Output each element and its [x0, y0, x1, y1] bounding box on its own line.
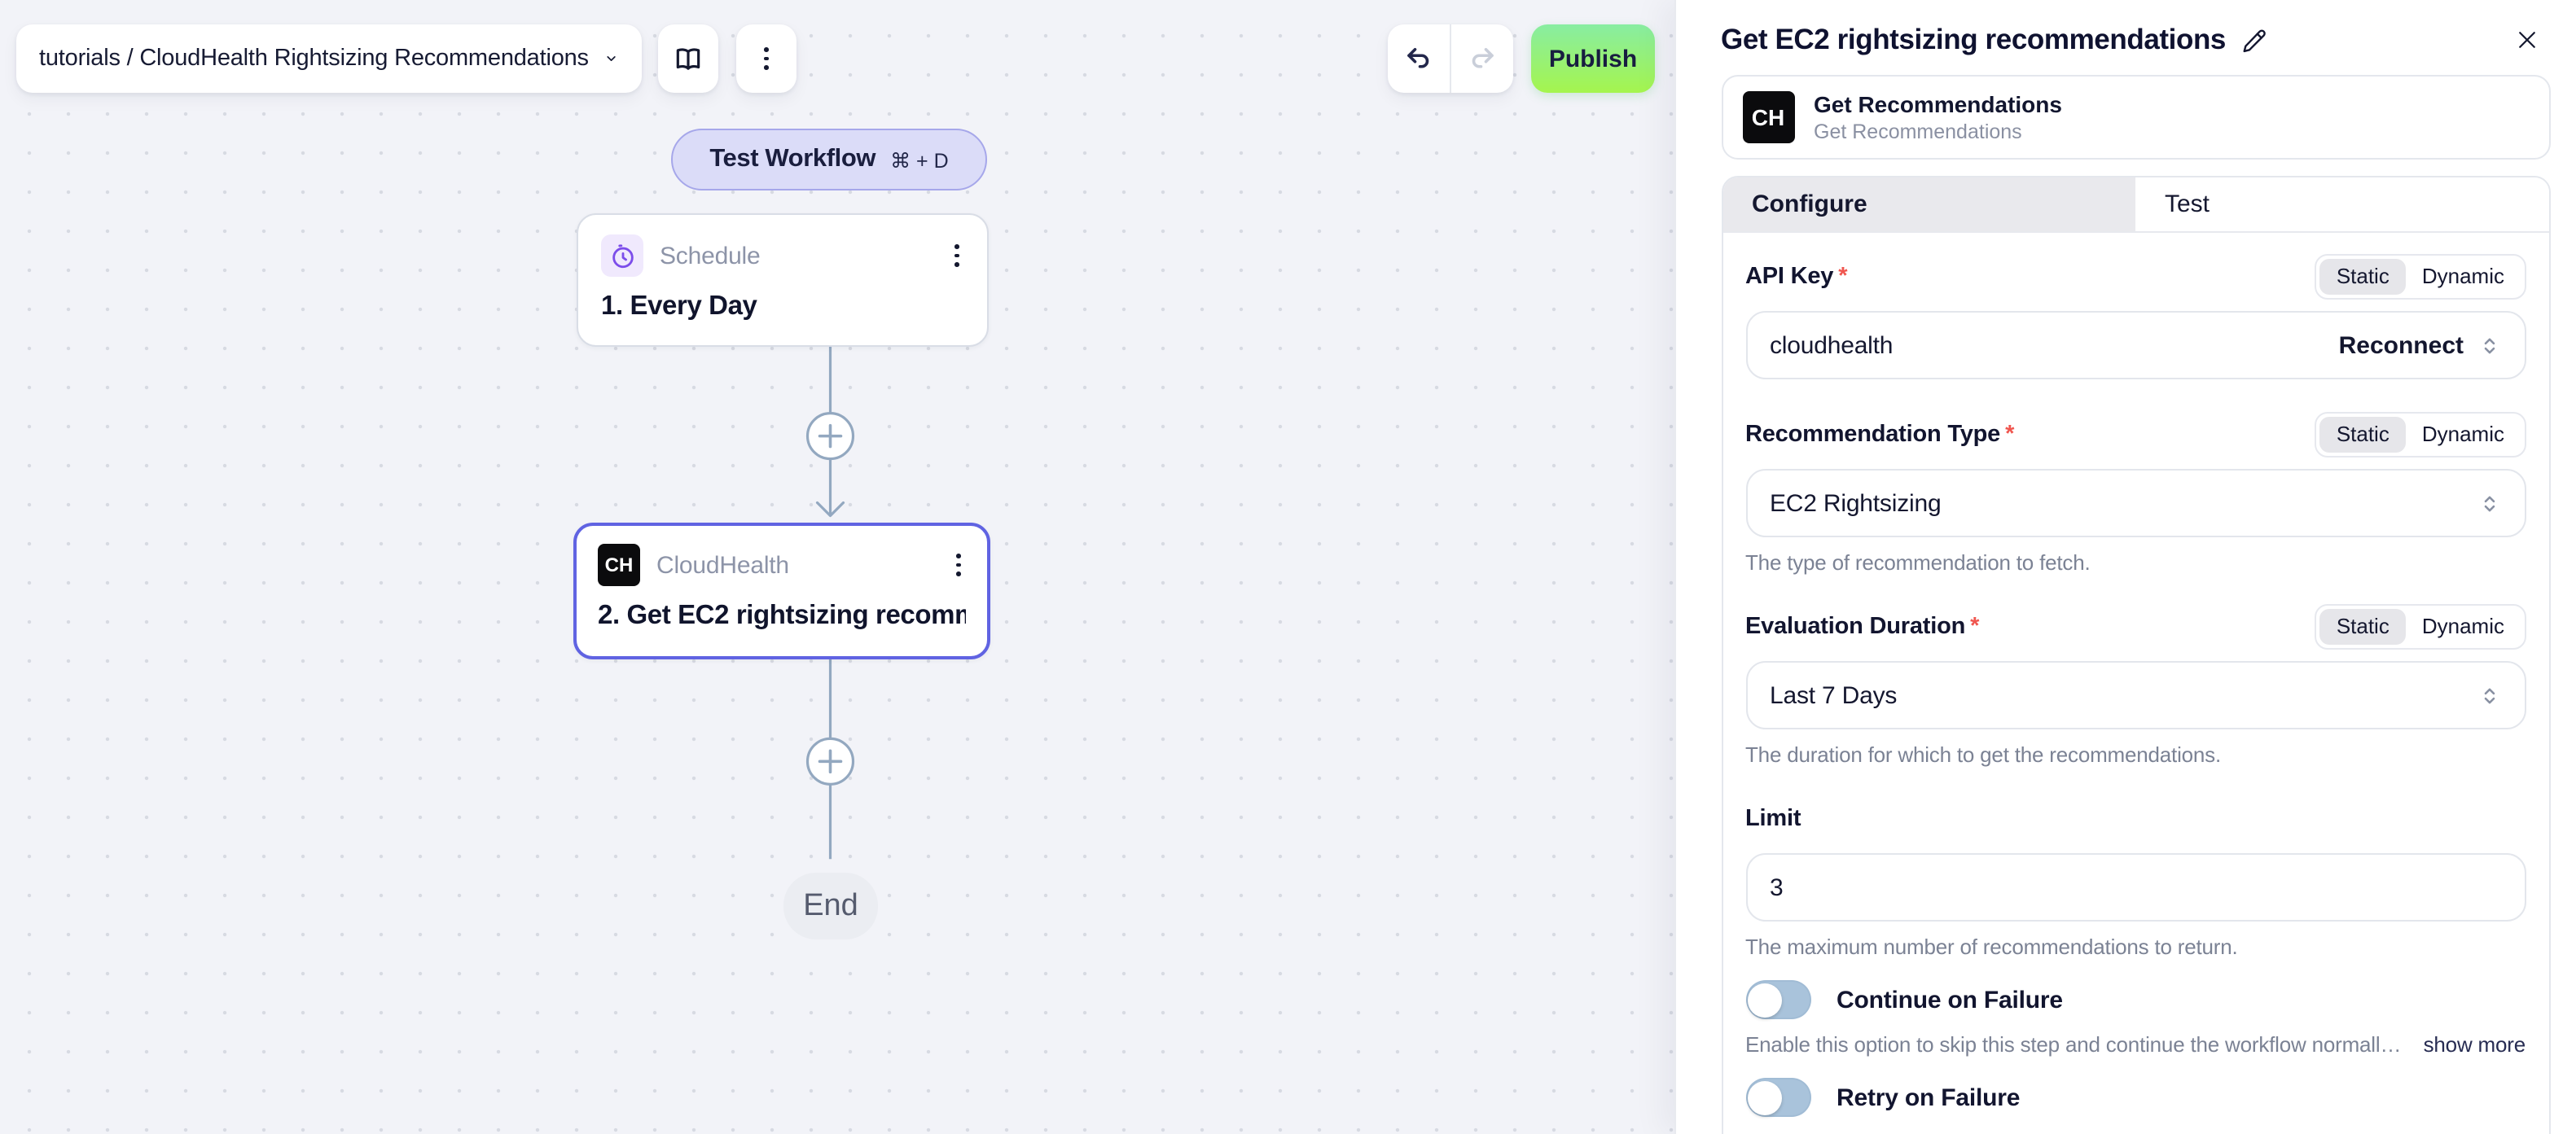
step-config-panel: Get EC2 rightsizing recommendations CH G…: [1674, 0, 2576, 1134]
evaluation-duration-label: Evaluation Duration*: [1745, 613, 1980, 639]
chevron-down-icon: [608, 56, 617, 61]
static-option[interactable]: Static: [2319, 258, 2406, 294]
node-app-name: Schedule: [660, 242, 761, 269]
test-workflow-shortcut: ⌘ + D: [890, 149, 949, 172]
panel-title: Get EC2 rightsizing recommendations: [1721, 23, 2226, 55]
api-key-value: cloudhealth: [1770, 331, 1894, 359]
required-marker: *: [1838, 263, 1848, 289]
toggle-knob: [1748, 1080, 1782, 1114]
retry-on-failure-toggle[interactable]: [1745, 1078, 1810, 1117]
breadcrumb: tutorials / CloudHealth Rightsizing Reco…: [39, 46, 589, 72]
configure-container: Configure Test API Key* Static Dynamic c…: [1721, 176, 2550, 1134]
continue-on-failure-toggle[interactable]: [1745, 980, 1810, 1019]
node-app-name: CloudHealth: [656, 551, 789, 579]
history-controls: [1388, 24, 1513, 93]
end-node: End: [783, 873, 878, 939]
evaluation-duration-mode-switch: Static Dynamic: [2315, 603, 2526, 649]
limit-value: 3: [1770, 873, 1784, 901]
publish-button[interactable]: Publish: [1531, 24, 1655, 93]
action-summary-card: CH Get Recommendations Get Recommendatio…: [1721, 75, 2550, 160]
end-label: End: [803, 888, 858, 922]
limit-helper: The maximum number of recommendations to…: [1745, 935, 2238, 959]
recommendation-type-value: EC2 Rightsizing: [1770, 489, 1942, 517]
workflow-canvas[interactable]: tutorials / CloudHealth Rightsizing Reco…: [0, 0, 1674, 1134]
add-step-button-1[interactable]: [805, 412, 855, 461]
evaluation-duration-value: Last 7 Days: [1770, 681, 1898, 709]
required-marker: *: [2005, 421, 2015, 447]
recommendation-type-select[interactable]: EC2 Rightsizing: [1745, 469, 2526, 537]
recommendation-type-mode-switch: Static Dynamic: [2315, 411, 2526, 457]
kebab-icon: [764, 47, 769, 70]
close-icon: [2518, 32, 2534, 48]
dynamic-option[interactable]: Dynamic: [2421, 422, 2504, 446]
add-step-button-2[interactable]: [805, 737, 855, 786]
toggle-knob: [1748, 983, 1782, 1017]
book-icon: [676, 47, 700, 69]
rename-step-button[interactable]: [2240, 27, 2267, 53]
continue-on-failure-label: Continue on Failure: [1837, 986, 2063, 1014]
api-key-label: API Key*: [1745, 263, 1848, 289]
configure-form: API Key* Static Dynamic cloudhealth Reco…: [1722, 233, 2548, 1134]
schedule-icon: [601, 234, 643, 277]
tab-configure[interactable]: Configure: [1722, 177, 2135, 231]
test-workflow-button[interactable]: Test Workflow ⌘ + D: [671, 129, 987, 190]
close-panel-button[interactable]: [2509, 23, 2543, 57]
chevrons-up-down-icon: [2483, 337, 2495, 353]
static-option[interactable]: Static: [2319, 416, 2406, 452]
docs-button[interactable]: [658, 24, 718, 93]
workflow-menu-button[interactable]: [736, 24, 796, 93]
continue-on-failure-helper: Enable this option to skip this step and…: [1745, 1032, 2407, 1057]
kebab-icon: [954, 244, 959, 267]
api-key-select[interactable]: cloudhealth Reconnect: [1745, 311, 2526, 379]
evaluation-duration-helper: The duration for which to get the recomm…: [1745, 742, 2221, 767]
dynamic-option[interactable]: Dynamic: [2421, 614, 2504, 638]
action-subtitle: Get Recommendations: [1814, 120, 2022, 143]
node-title: 1. Every Day: [601, 291, 757, 321]
recommendation-type-label: Recommendation Type*: [1745, 421, 2015, 447]
node-schedule[interactable]: Schedule 1. Every Day: [577, 213, 989, 347]
node-menu-button[interactable]: [951, 550, 966, 579]
workflow-connectors: [805, 346, 855, 860]
undo-icon: [1407, 47, 1429, 68]
panel-tabs: Configure Test: [1722, 177, 2548, 233]
chevrons-up-down-icon: [2483, 687, 2495, 703]
cloudhealth-logo-icon: CH: [1742, 91, 1794, 143]
chevrons-up-down-icon: [2483, 495, 2495, 511]
limit-input[interactable]: 3: [1745, 853, 2526, 922]
cloudhealth-logo-icon: CH: [598, 544, 640, 586]
workflow-breadcrumb-dropdown[interactable]: tutorials / CloudHealth Rightsizing Reco…: [16, 24, 642, 93]
node-menu-button[interactable]: [950, 241, 964, 269]
evaluation-duration-select[interactable]: Last 7 Days: [1745, 661, 2526, 729]
limit-label: Limit: [1745, 805, 1801, 831]
retry-on-failure-helper: Automatically retry up to four attempts …: [1745, 1130, 2526, 1134]
show-more-link[interactable]: show more: [2423, 1032, 2526, 1057]
action-title: Get Recommendations: [1814, 91, 2062, 117]
tab-test[interactable]: Test: [2135, 177, 2548, 231]
node-title: 2. Get EC2 rightsizing recomm...: [598, 601, 966, 630]
node-cloudhealth[interactable]: CH CloudHealth 2. Get EC2 rightsizing re…: [573, 523, 990, 659]
redo-icon: [1472, 47, 1494, 68]
reconnect-button[interactable]: Reconnect: [2338, 331, 2464, 359]
static-option[interactable]: Static: [2319, 608, 2406, 644]
redo-button[interactable]: [1450, 24, 1513, 93]
publish-label: Publish: [1548, 45, 1638, 72]
test-workflow-label: Test Workflow: [709, 145, 876, 173]
pencil-icon: [2242, 28, 2265, 52]
api-key-mode-switch: Static Dynamic: [2315, 253, 2526, 299]
required-marker: *: [1970, 613, 1980, 639]
kebab-icon: [956, 554, 961, 576]
undo-button[interactable]: [1388, 24, 1450, 93]
dynamic-option[interactable]: Dynamic: [2421, 264, 2504, 288]
recommendation-type-helper: The type of recommendation to fetch.: [1745, 550, 2091, 575]
retry-on-failure-label: Retry on Failure: [1837, 1084, 2021, 1111]
